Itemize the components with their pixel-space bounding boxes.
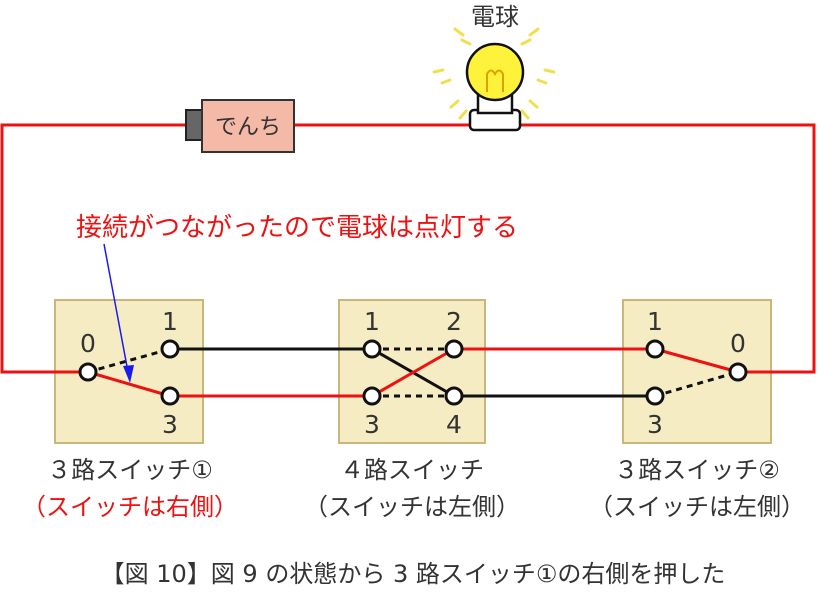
switch2-label-0: 0 <box>730 329 746 358</box>
switch1-name: ３路スイッチ① <box>47 456 213 484</box>
switch2-label-3: 3 <box>647 410 663 439</box>
switch4way-label-4: 4 <box>446 410 462 439</box>
switch2-state: （スイッチは左側） <box>589 493 805 521</box>
annotation-text: 接続がつながったので電球は点灯する <box>76 213 518 243</box>
switch4way-terminal-4 <box>444 386 464 406</box>
bulb-label: 電球 <box>471 3 519 31</box>
switch4way-terminal-2 <box>444 339 464 359</box>
switch2-name: ３路スイッチ② <box>614 456 780 484</box>
switch2-label-1: 1 <box>647 307 663 336</box>
switch1-state: （スイッチは右側） <box>22 493 238 521</box>
switch1-terminal-1 <box>160 339 180 359</box>
switch1-label-1: 1 <box>162 307 178 336</box>
annotation-arrow-head <box>123 365 134 383</box>
switch4way-name: ４路スイッチ <box>340 456 484 484</box>
bulb-filament <box>486 69 504 92</box>
switch2-terminal-3 <box>645 386 665 406</box>
main-loop-wire <box>0 123 816 374</box>
switch4way-state: （スイッチは左側） <box>304 493 520 521</box>
battery-body <box>201 99 295 153</box>
switch2-terminal-1 <box>645 339 665 359</box>
bulb-glass <box>465 42 525 102</box>
switch2-open-contact <box>654 370 739 398</box>
switch1-label-3: 3 <box>162 410 178 439</box>
switch4way-terminal-1 <box>362 339 382 359</box>
switch2-terminal-0 <box>728 362 748 382</box>
battery-cap <box>185 109 203 141</box>
switch4way-terminal-3 <box>362 386 382 406</box>
battery: でんち <box>185 99 295 153</box>
annotation-arrow-shaft <box>103 243 129 373</box>
switch4way-cross-live <box>371 347 455 398</box>
bulb-glow-rays <box>432 27 556 120</box>
switch1-terminal-3 <box>160 386 180 406</box>
light-bulb: 電球 <box>432 3 556 132</box>
switch1-open-contact <box>87 347 171 374</box>
switch4way-label-1: 1 <box>364 307 380 336</box>
battery-label: でんち <box>215 115 281 140</box>
switch1-label-0: 0 <box>80 329 96 358</box>
switch4way-label-2: 2 <box>446 307 462 336</box>
switch2-closed-contact <box>654 347 739 374</box>
switch1-closed-contact <box>87 370 171 398</box>
switch4way-label-3: 3 <box>364 410 380 439</box>
figure-caption: 【図 10】図 9 の状態から 3 路スイッチ①の右側を押した <box>101 560 726 588</box>
switch1-terminal-0 <box>78 362 98 382</box>
